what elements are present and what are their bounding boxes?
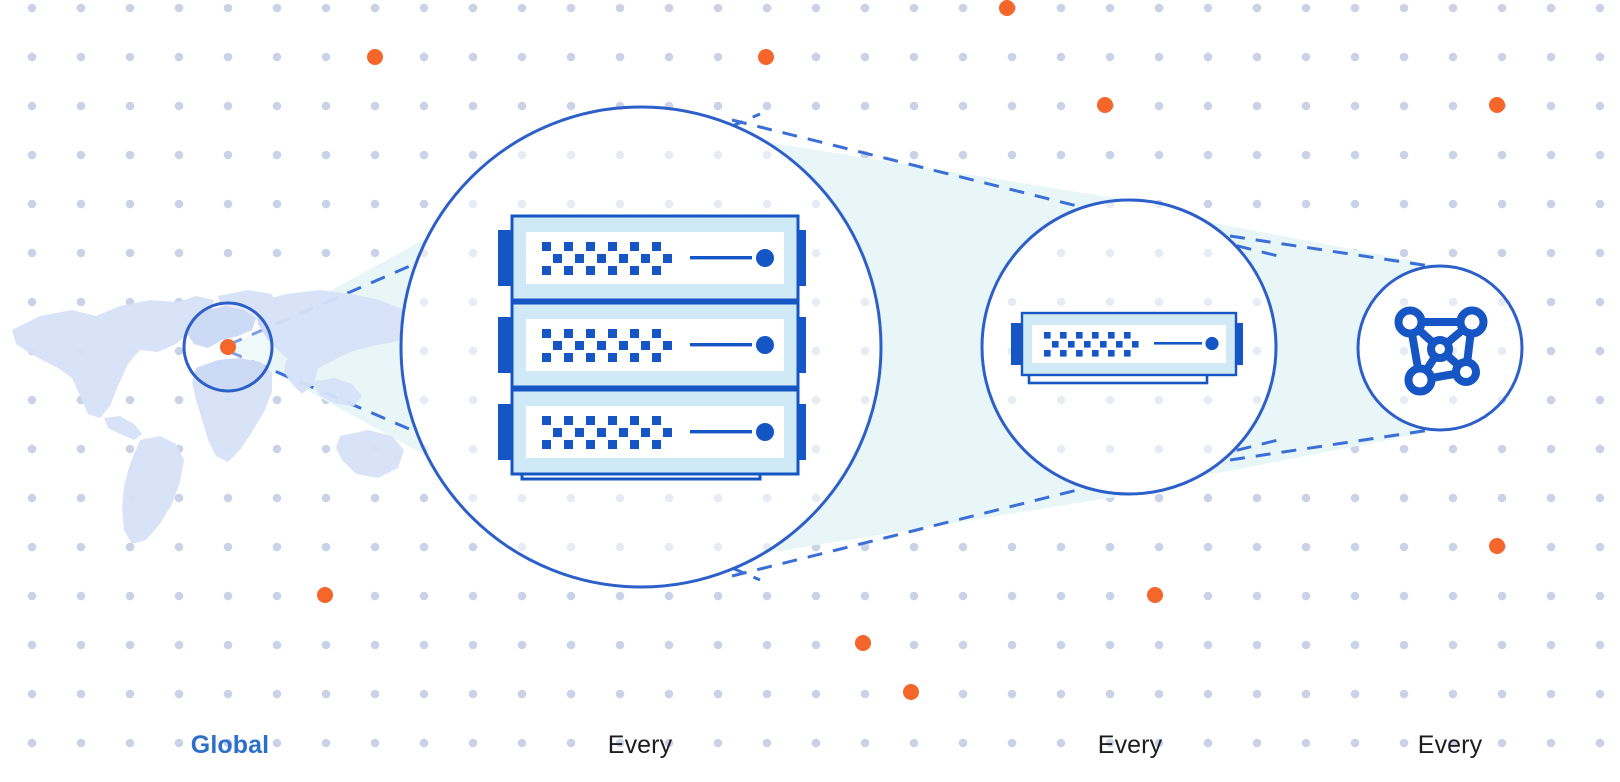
label-global-network-line1: Global — [190, 731, 270, 759]
location-pin-icon[interactable] — [220, 339, 236, 355]
globe-highlight-ring[interactable] — [182, 301, 274, 393]
label-every-service-line1: Every — [1417, 731, 1483, 759]
map-australia — [336, 430, 404, 478]
globe-inner-map-europe — [186, 306, 256, 348]
orange-dot — [317, 587, 333, 603]
rack-unit-3[interactable] — [496, 388, 808, 476]
orange-dot — [1489, 97, 1505, 113]
global-network-node[interactable] — [182, 290, 420, 462]
orange-accent-dots — [317, 0, 1505, 700]
server-unit-single[interactable] — [1009, 311, 1245, 377]
graph-node-top-left — [1394, 306, 1426, 338]
server-rack-icon — [496, 214, 808, 481]
dash-server-svc-top — [1229, 234, 1471, 274]
label-every-server: Every server — [1000, 668, 1260, 782]
map-asia — [256, 290, 420, 372]
orange-dot — [1489, 538, 1505, 554]
graph-node-center — [1427, 336, 1453, 362]
graph-node-bottom-left — [1404, 364, 1436, 396]
every-service-node[interactable] — [1356, 264, 1524, 432]
orange-dot — [855, 635, 871, 651]
every-server-node[interactable] — [980, 198, 1278, 496]
rack-unit-1[interactable] — [496, 214, 808, 302]
data-center-circle-outline[interactable] — [399, 105, 883, 589]
graph-node-top-right — [1456, 306, 1488, 338]
orange-dot — [367, 49, 383, 65]
label-every-server-line1: Every — [1097, 731, 1163, 759]
map-south-america — [122, 436, 184, 544]
graph-node-bottom-right — [1452, 358, 1480, 386]
orange-dot — [1097, 97, 1113, 113]
world-map — [12, 290, 420, 544]
label-every-data-center-line1: Every — [607, 731, 673, 759]
service-circle-outline[interactable] — [1356, 264, 1524, 432]
orange-dot — [758, 49, 774, 65]
server-circle-outline[interactable] — [980, 198, 1278, 496]
rack-unit-2[interactable] — [496, 301, 808, 389]
label-every-data-center: Every data center — [510, 668, 770, 782]
label-every-service: Every service — [1320, 668, 1580, 782]
every-data-center-node[interactable] — [399, 105, 883, 589]
network-graph-nodes — [1394, 306, 1488, 396]
dash-server-svc-bottom — [1229, 422, 1471, 462]
single-server-icon — [1009, 311, 1245, 385]
map-southeast-asia — [312, 378, 362, 406]
orange-dot — [999, 0, 1015, 16]
map-india — [284, 358, 318, 394]
orange-dot — [1147, 587, 1163, 603]
map-central-america — [104, 416, 142, 440]
orange-dot — [903, 684, 919, 700]
label-global-network: Global network — [100, 668, 360, 782]
map-north-america — [12, 296, 214, 418]
